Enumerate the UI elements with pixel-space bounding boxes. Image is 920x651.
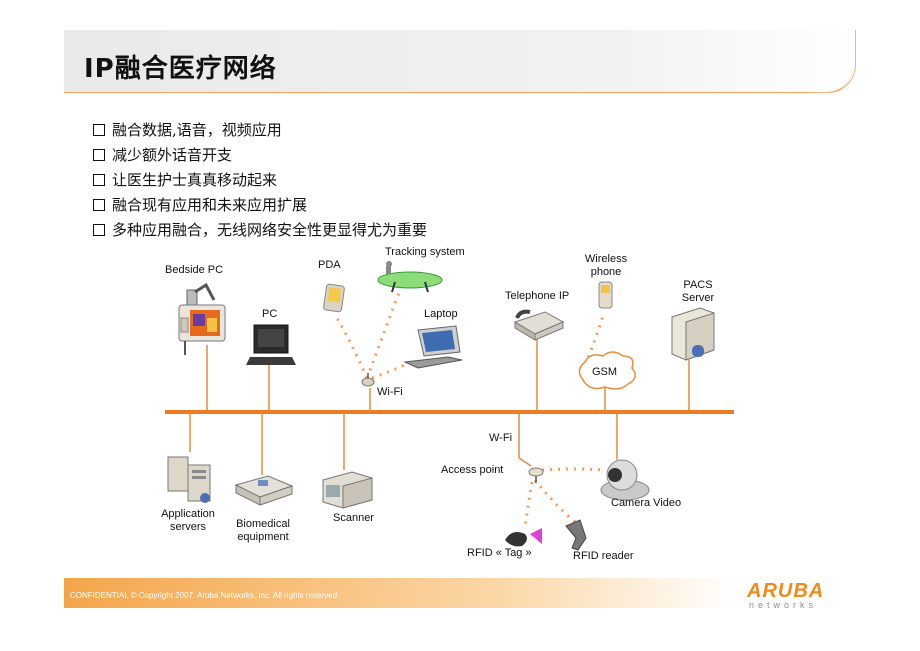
label-wireless-phone: Wireless phone [584, 253, 628, 278]
bullet-list: 融合数据,语音，视频应用 减少额外话音开支 让医生护士真真移动起来 融合现有应用… [93, 117, 427, 242]
wireless-links-bottom [523, 467, 604, 529]
wired-links [189, 338, 690, 475]
label-laptop: Laptop [424, 308, 458, 320]
label-access-point: Access point [441, 464, 504, 476]
checkbox-bullet-icon [93, 148, 105, 161]
label-wifi-top: Wi-Fi [377, 386, 403, 398]
wireless-links-top [335, 289, 606, 380]
checkbox-bullet-icon [93, 173, 105, 186]
label-pda: PDA [318, 259, 341, 271]
wireless-phone-icon [598, 281, 613, 309]
footer-copyright: CONFIDENTIAL © Copyright 2007. Aruba Net… [70, 591, 338, 600]
page-title: IP融合医疗网络 [84, 54, 277, 84]
label-bedside-pc: Bedside PC [165, 264, 224, 276]
pda-icon [323, 283, 345, 313]
footer-bar [64, 578, 854, 608]
checkbox-bullet-icon [93, 223, 105, 236]
label-tracking-system: Tracking system [385, 246, 465, 258]
gsm-cloud-icon [578, 351, 636, 390]
rfid-reader-icon [565, 519, 587, 551]
bullet-item: 融合现有应用和未来应用扩展 [93, 192, 427, 217]
pc-icon [246, 324, 296, 365]
label-application-servers: Application servers [161, 508, 215, 533]
access-point-top-icon [361, 373, 375, 387]
title-bar [64, 30, 856, 93]
label-pc: PC [262, 308, 278, 320]
bullet-item: 让医生护士真真移动起来 [93, 167, 427, 192]
label-telephone-ip: Telephone IP [505, 290, 570, 302]
checkbox-bullet-icon [93, 198, 105, 211]
checkbox-bullet-icon [93, 123, 105, 136]
bullet-item: 融合数据,语音，视频应用 [93, 117, 427, 142]
label-biomedical-equipment: Biomedical equipment [236, 518, 290, 543]
label-wifi-bottom: W-Fi [489, 432, 513, 444]
scanner-icon [322, 471, 373, 509]
access-point-bottom-icon [528, 467, 544, 483]
logo-tagline: networks [749, 600, 818, 610]
rfid-tag-icon [505, 528, 542, 547]
label-gsm: GSM [592, 366, 618, 378]
label-rfid-tag: RFID « Tag » [467, 547, 532, 559]
pacs-server-icon [671, 307, 715, 361]
label-camera-video: Camera Video [611, 497, 682, 509]
label-rfid-reader: RFID reader [573, 550, 634, 562]
bullet-item: 减少额外话音开支 [93, 142, 427, 167]
bullet-item: 多种应用融合，无线网络安全性更显得尤为重要 [93, 217, 427, 242]
label-scanner: Scanner [333, 512, 374, 524]
logo-wordmark: ARUBA [747, 580, 825, 602]
aruba-logo: ARUBA networks [747, 580, 824, 610]
biomedical-equipment-icon [234, 475, 294, 506]
application-servers-icon [167, 456, 211, 503]
telephone-ip-icon [513, 309, 565, 341]
label-pacs-server: PACS Server [681, 279, 715, 304]
camera-video-icon [600, 459, 650, 501]
bedside-pc-icon [178, 282, 226, 355]
laptop-icon [403, 325, 463, 369]
tracking-system-icon [377, 261, 443, 293]
